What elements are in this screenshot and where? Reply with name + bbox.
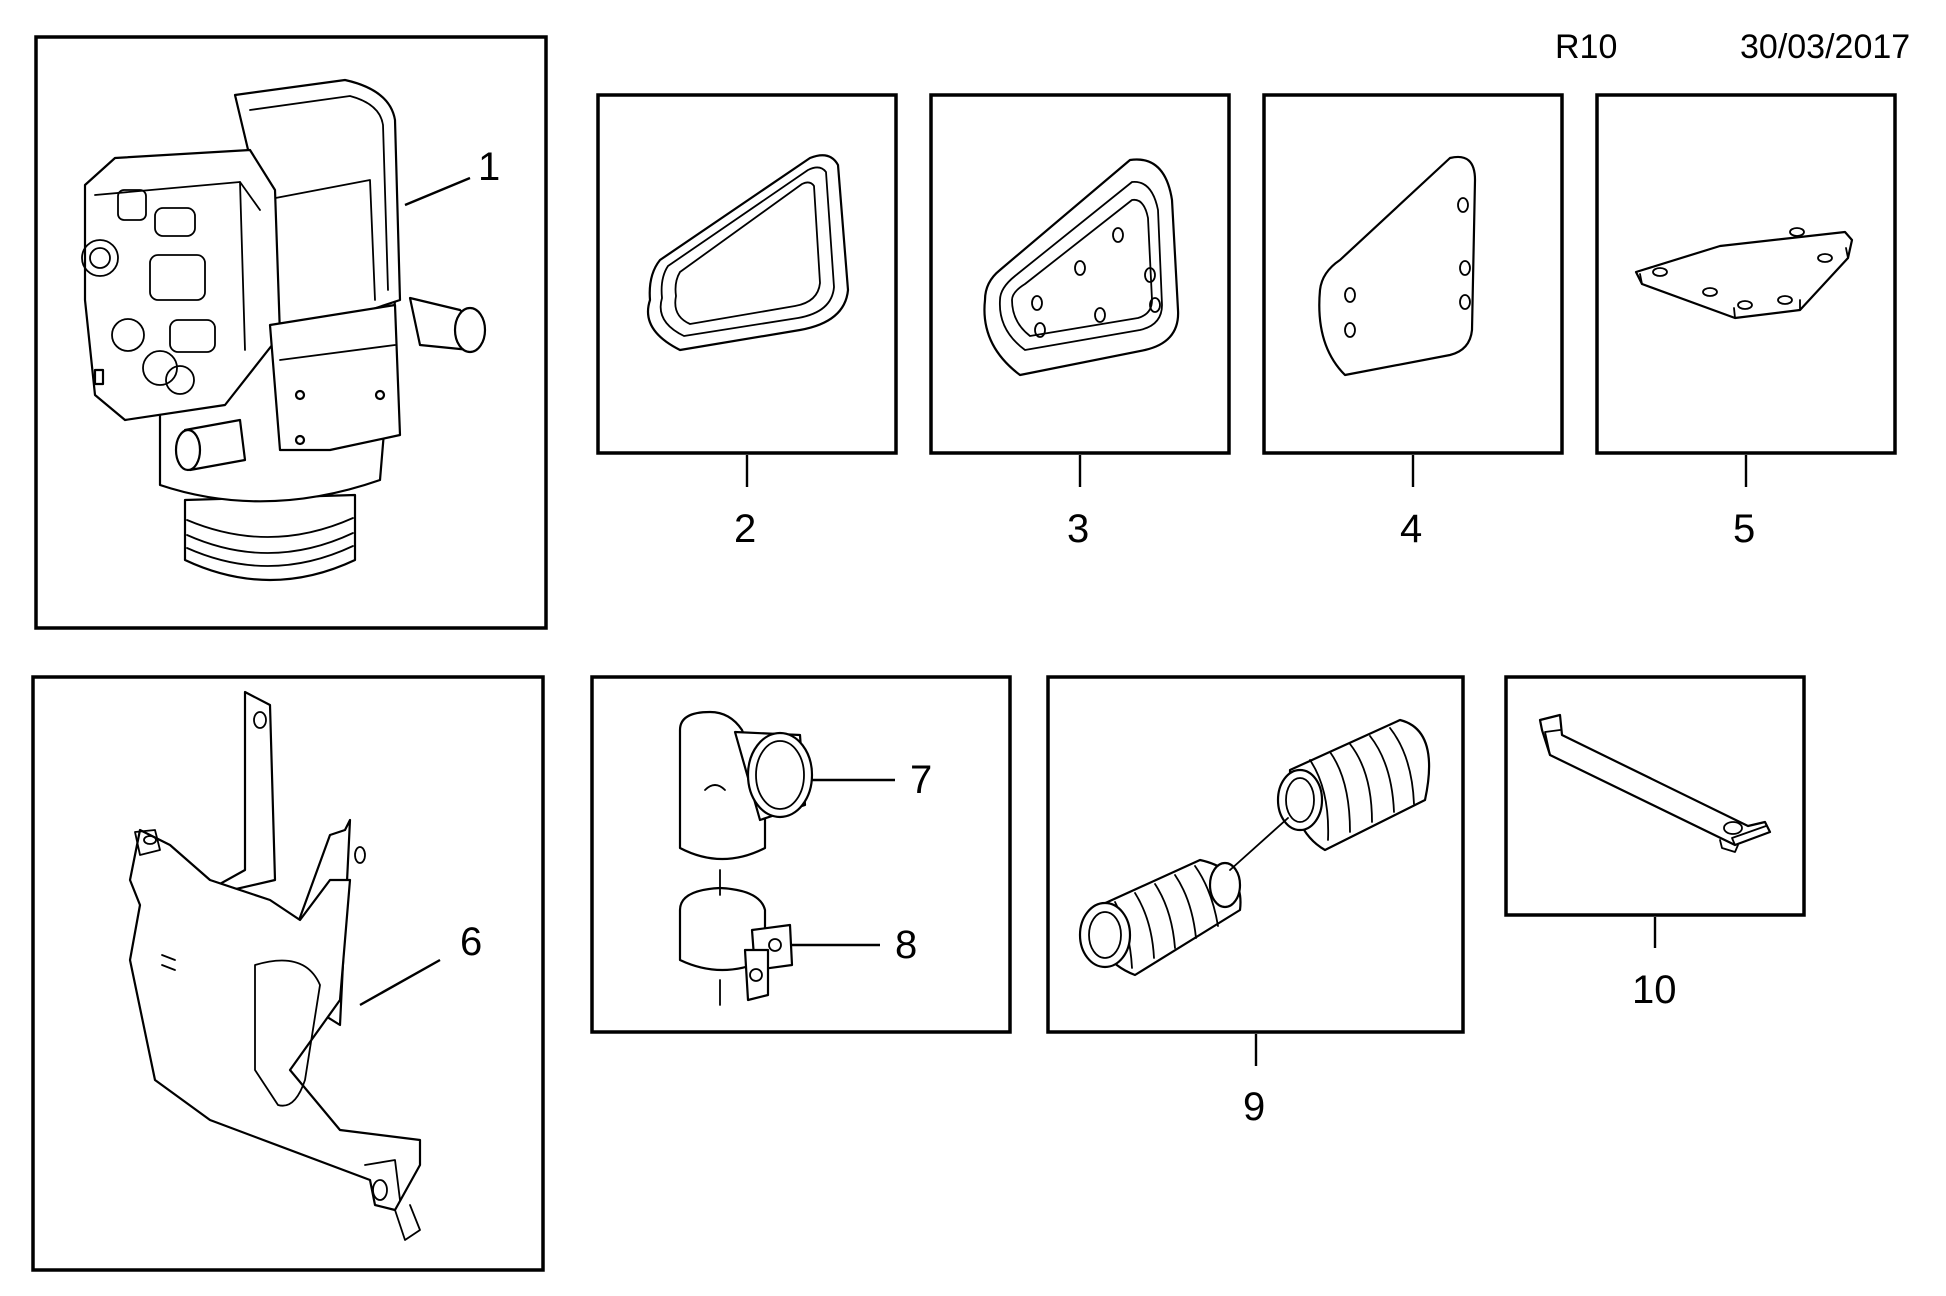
plate-drawing: [1318, 155, 1477, 377]
bracket-drawing: [128, 690, 422, 1241]
callout-6: 6: [460, 920, 482, 964]
clamp-drawing: [678, 886, 794, 1002]
panel-1: 1: [34, 35, 548, 630]
callout-4: 4: [1400, 507, 1422, 551]
strap-bracket-drawing: [1538, 713, 1772, 853]
panel-2: 2: [596, 93, 898, 551]
heater-unit-drawing: [81, 78, 487, 582]
sheet-ref: R10: [1555, 28, 1617, 66]
flat-gasket-drawing: [1634, 227, 1854, 320]
callout-3: 3: [1067, 507, 1089, 551]
callout-1: 1: [478, 145, 500, 189]
callout-10: 10: [1632, 968, 1677, 1012]
panel-5: 5: [1595, 93, 1897, 551]
panel-7-8: 7 8: [590, 675, 1012, 1034]
leader-6: [359, 958, 441, 1007]
leader-1: [404, 176, 471, 207]
corrugated-hose-upper-drawing: [1276, 718, 1431, 852]
callout-2: 2: [734, 507, 756, 551]
panel-4: 4: [1262, 93, 1564, 551]
elbow-hose-drawing: [678, 710, 814, 861]
panel-10: 10: [1504, 675, 1806, 1012]
callout-7: 7: [910, 758, 932, 802]
panel-3: 3: [929, 93, 1231, 551]
gasket-drawing: [646, 154, 850, 352]
callout-8: 8: [895, 923, 917, 967]
panel-9: 9: [1046, 675, 1465, 1129]
hose-connector-line: [1229, 817, 1289, 871]
panel-6: 6: [31, 675, 545, 1272]
callout-9: 9: [1243, 1085, 1265, 1129]
sheet-date: 30/03/2017: [1740, 28, 1910, 66]
seal-drawing: [983, 158, 1180, 377]
corrugated-hose-lower-drawing: [1078, 858, 1242, 977]
callout-5: 5: [1733, 507, 1755, 551]
